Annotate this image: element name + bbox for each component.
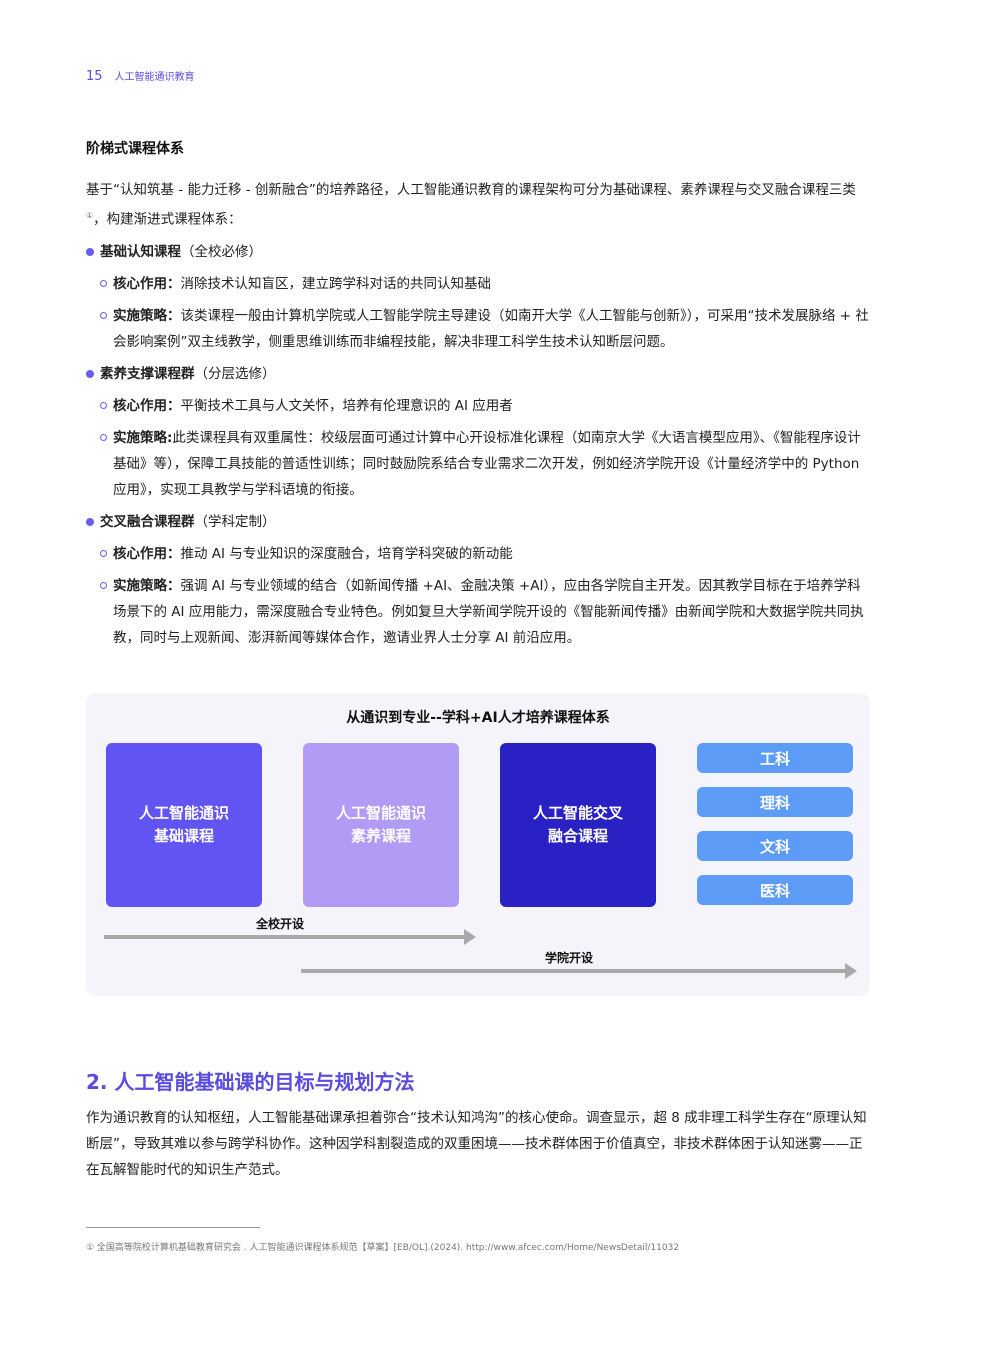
arrow-university-wide [104, 929, 476, 945]
section2: 2. 人工智能基础课的目标与规划方法 作为通识教育的认知枢纽，人工智能基础课承担… [86, 1066, 870, 1183]
section2-body: 作为通识教育的认知枢纽，人工智能基础课承担着弥合“技术认知鸿沟”的核心使命。调查… [86, 1110, 867, 1178]
bullet-ring-icon [100, 311, 107, 319]
arrow-college-level [301, 963, 857, 979]
group-1-heading: 基础认知课程（全校必修） [86, 239, 870, 265]
group-3-role: 核心作用：推动 AI 与专业知识的深度融合，培育学科突破的新动能 [100, 541, 870, 567]
bullet-ring-icon [100, 401, 107, 409]
discipline-liberal-arts: 文科 [697, 831, 853, 861]
bullet-dot-icon [86, 517, 94, 526]
bullet-ring-icon [100, 581, 107, 589]
bullet-ring-icon [100, 433, 107, 441]
group-2-strategy: 实施策略:此类课程具有双重属性：校级层面可通过计算中心开设标准化课程（如南京大学… [100, 425, 870, 503]
header-title: 人工智能通识教育 [114, 72, 195, 83]
arrow-label-university: 全校开设 [256, 917, 305, 931]
group-3-strategy: 实施策略：强调 AI 与专业领域的结合（如新闻传播 +AI、金融决策 +AI），… [100, 573, 870, 651]
group-2-heading: 素养支撑课程群（分层选修） [86, 361, 870, 387]
group-1-role: 核心作用：消除技术认知盲区，建立跨学科对话的共同认知基础 [100, 271, 870, 297]
footnote-ref[interactable]: ① [86, 211, 94, 220]
footnote-divider [86, 1227, 260, 1228]
arrow-label-college: 学院开设 [545, 951, 594, 965]
bullet-ring-icon [100, 279, 107, 287]
group-3-heading: 交叉融合课程群（学科定制） [86, 509, 870, 535]
discipline-science: 理科 [697, 787, 853, 817]
bullet-dot-icon [86, 247, 94, 256]
section2-title: 2. 人工智能基础课的目标与规划方法 [86, 1070, 415, 1094]
bullet-ring-icon [100, 549, 107, 557]
page-number: 15 [86, 69, 103, 84]
footnote: ① 全国高等院校计算机基础教育研究会 . 人工智能通识课程体系规范【草案】[EB… [86, 1243, 680, 1253]
box-foundation-course: 人工智能通识 基础课程 [106, 743, 262, 907]
discipline-engineering: 工科 [697, 743, 853, 773]
discipline-medicine: 医科 [697, 875, 853, 905]
diagram-title: 从通识到专业--学科+AI人才培养课程体系 [346, 710, 610, 726]
box-interdisciplinary-course: 人工智能交叉 融合课程 [500, 743, 656, 907]
group-1-strategy: 实施策略：该类课程一般由计算机学院或人工智能学院主导建设（如南开大学《人工智能与… [100, 303, 870, 355]
bullet-dot-icon [86, 369, 94, 378]
section1: 阶梯式课程体系 基于“认知筑基 - 能力迁移 - 创新融合”的培养路径，人工智能… [86, 138, 870, 651]
section1-title: 阶梯式课程体系 [86, 141, 184, 157]
section1-intro: 基于“认知筑基 - 能力迁移 - 创新融合”的培养路径，人工智能通识教育的课程架… [86, 182, 856, 228]
box-literacy-course: 人工智能通识 素养课程 [303, 743, 459, 907]
curriculum-diagram: 从通识到专业--学科+AI人才培养课程体系 人工智能通识 基础课程 人工智能通识… [86, 693, 870, 996]
group-2-role: 核心作用：平衡技术工具与人文关怀，培养有伦理意识的 AI 应用者 [100, 393, 870, 419]
page-header: 15 人工智能通识教育 [86, 68, 195, 84]
